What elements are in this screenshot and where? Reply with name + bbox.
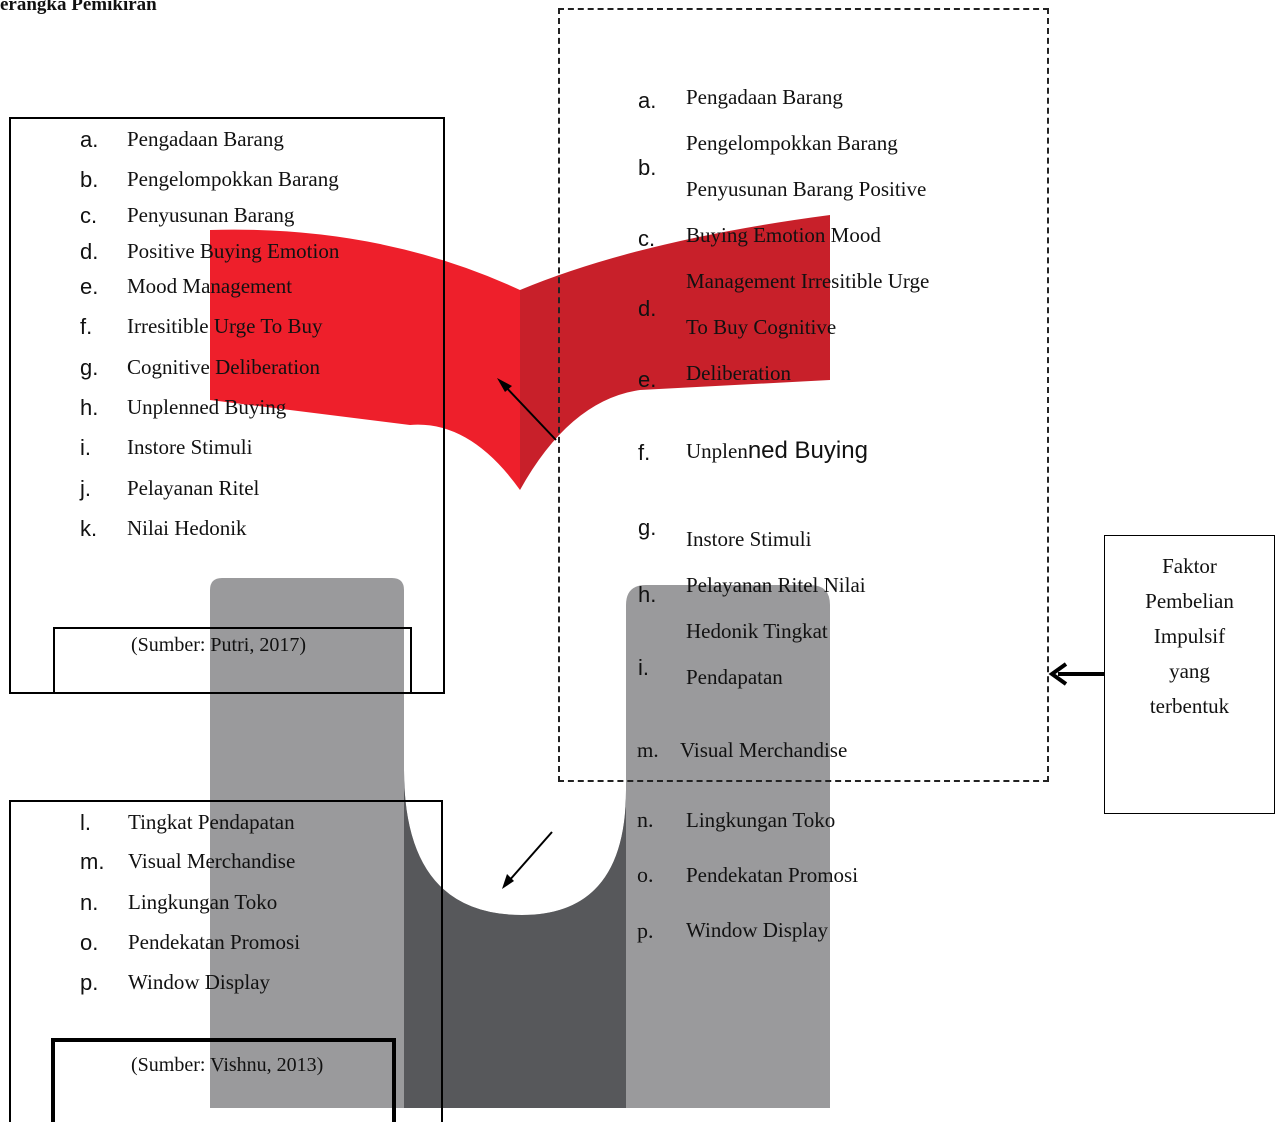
list-letter: g. <box>80 355 99 380</box>
source-putri: (Sumber: Putri, 2017) <box>131 634 306 656</box>
list-text: Visual Merchandise <box>128 849 296 873</box>
right-line: Buying Emotion Mood <box>686 223 881 247</box>
arrowhead-bottom-left <box>502 874 514 889</box>
faktor-line: Impulsif <box>1153 624 1226 648</box>
right-line: Management Irresitible Urge <box>686 269 930 293</box>
source-box-vishnu <box>51 1038 396 1122</box>
source-vishnu: (Sumber: Vishnu, 2013) <box>131 1054 324 1076</box>
arrow-to-top-left <box>502 383 557 441</box>
right-line: To Buy Cognitive <box>686 315 837 339</box>
page-title: erangka Pemikiran <box>0 0 157 15</box>
list-letter: d. <box>80 239 99 264</box>
right-letter: e. <box>638 367 657 392</box>
right-letter: i. <box>638 655 649 680</box>
list-letter: e. <box>80 274 99 299</box>
list-text: Penyusunan Barang <box>127 203 295 227</box>
right-tail-letter: p. <box>637 918 654 943</box>
list-letter: j. <box>80 476 91 501</box>
faktor-line: yang <box>1169 659 1210 683</box>
list-letter: p. <box>80 970 99 995</box>
faktor-box: Faktor Pembelian Impulsif yang terbentuk <box>1104 535 1275 814</box>
list-text: Pendekatan Promosi <box>128 930 301 954</box>
arrowhead-top-left <box>497 378 512 392</box>
list-letter: n. <box>80 890 99 915</box>
faktor-line: terbentuk <box>1149 694 1230 718</box>
faktor-line: Faktor <box>1162 554 1217 578</box>
right-line: Instore Stimuli <box>686 527 812 551</box>
list-letter: m. <box>80 849 105 874</box>
list-text: Mood Management <box>127 274 293 298</box>
right-letter: c. <box>638 226 656 251</box>
source-box-putri <box>53 627 412 692</box>
right-letter: b. <box>638 155 657 180</box>
list-letter: o. <box>80 930 99 955</box>
list-text: Cognitive Deliberation <box>127 355 321 379</box>
right-tail-text: Pendekatan Promosi <box>686 863 859 887</box>
right-line: Pengelompokkan Barang <box>686 131 898 155</box>
list-text: Tingkat Pendapatan <box>128 810 295 834</box>
list-letter: k. <box>80 516 98 541</box>
list-letter: h. <box>80 395 99 420</box>
right-tail-text: Visual Merchandise <box>680 738 848 762</box>
right-letter: g. <box>638 515 657 540</box>
list-text: Window Display <box>128 970 271 994</box>
right-line: Pengadaan Barang <box>686 85 843 109</box>
right-tail-text: Window Display <box>686 918 829 942</box>
right-letter: d. <box>638 296 657 321</box>
list-text: Instore Stimuli <box>127 435 253 459</box>
arrowhead-faktor <box>1048 662 1068 686</box>
right-line: Pendapatan <box>686 665 783 689</box>
list-text: Lingkungan Toko <box>128 890 278 914</box>
list-text: Pelayanan Ritel <box>127 476 260 500</box>
right-line: Penyusunan Barang Positive <box>686 177 927 201</box>
logo-u-shape <box>210 578 830 1108</box>
right-tail-letter: o. <box>637 862 654 887</box>
right-tail-letter: n. <box>637 807 654 832</box>
right-line: Hedonik Tingkat <box>686 619 828 643</box>
right-line: Deliberation <box>686 361 791 385</box>
list-letter: l. <box>80 810 91 835</box>
list-text: Irresitible Urge To Buy <box>127 314 323 338</box>
right-letter: f. <box>638 440 651 465</box>
arrow-to-bottom-left <box>507 831 553 883</box>
list-text: Pengelompokkan Barang <box>127 167 339 191</box>
list-text: Positive Buying Emotion <box>127 239 340 263</box>
list-letter: b. <box>80 167 99 192</box>
list-letter: f. <box>80 314 93 339</box>
right-letter: a. <box>638 88 657 113</box>
logo-u-center <box>404 770 626 1108</box>
logo-book-left <box>210 229 520 490</box>
right-line: Pelayanan Ritel Nilai <box>686 573 866 597</box>
list-text: Nilai Hedonik <box>127 516 247 540</box>
list-letter: a. <box>80 127 99 152</box>
right-line-f-serif: Unplen <box>686 439 748 463</box>
logo-book-right <box>520 215 830 490</box>
list-letter: c. <box>80 203 98 228</box>
left-bottom-box <box>9 800 443 1122</box>
right-line-f: Unplenned Buying <box>686 437 868 465</box>
right-tail-letter: m. <box>637 738 659 762</box>
right-line-f-sans: ned Buying <box>747 437 868 464</box>
list-text: Unplenned Buying <box>127 395 287 419</box>
list-text: Pengadaan Barang <box>127 127 284 151</box>
right-dashed-box <box>558 8 1049 782</box>
left-top-box <box>9 117 445 694</box>
list-letter: i. <box>80 435 91 460</box>
faktor-line: Pembelian <box>1145 589 1234 613</box>
right-tail-text: Lingkungan Toko <box>686 808 836 832</box>
right-letter: h. <box>638 582 657 607</box>
